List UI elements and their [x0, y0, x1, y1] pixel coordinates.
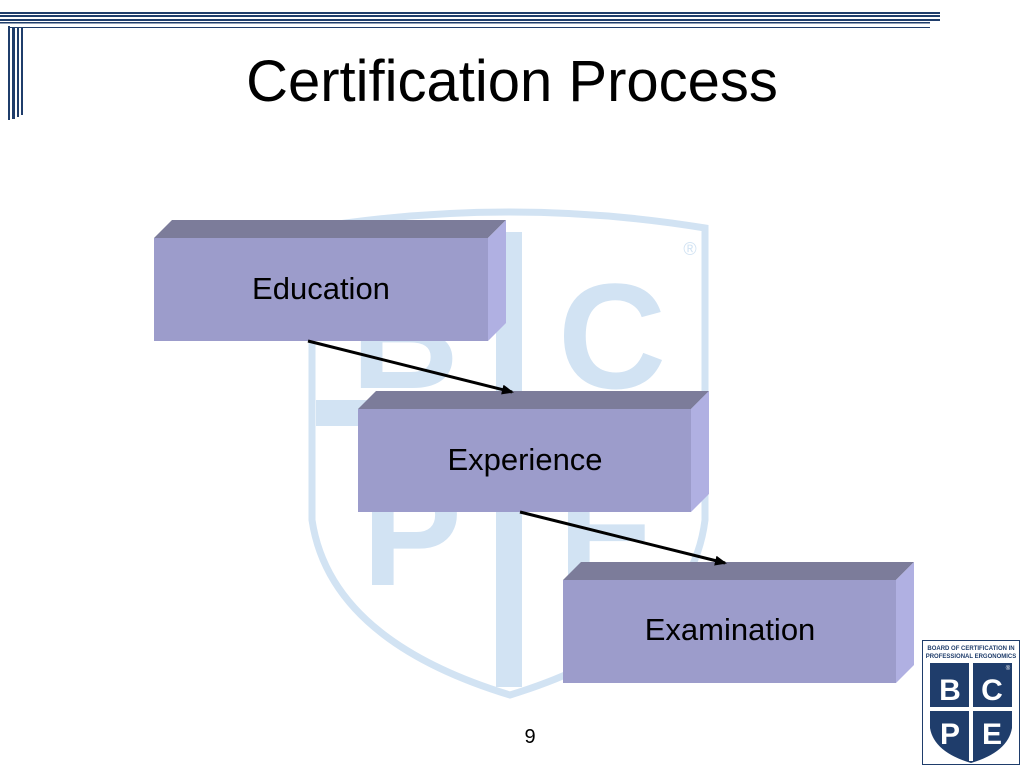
arrow-education-to-experience: [307, 339, 514, 395]
step-experience-label: Experience: [447, 442, 602, 477]
step-examination: Examination: [563, 562, 914, 683]
step-education-front: [154, 238, 488, 341]
bcpe-logo: BOARD OF CERTIFICATION IN PROFESSIONAL E…: [922, 640, 1020, 765]
step-experience-front: [358, 409, 691, 512]
step-experience: Experience: [358, 391, 709, 512]
watermark-registered-mark: ®: [683, 239, 696, 259]
logo-letter-b: B: [939, 674, 961, 707]
logo-letter-e: E: [982, 718, 1002, 751]
step-examination-side: [896, 562, 914, 683]
step-education: Education: [154, 220, 506, 341]
logo-text-line1: BOARD OF CERTIFICATION IN: [927, 646, 1014, 652]
step-experience-top: [358, 391, 709, 409]
logo-letter-p: P: [940, 718, 960, 751]
logo-letter-c: C: [981, 674, 1003, 707]
logo-registered-mark: ®: [1006, 665, 1011, 672]
page-number: 9: [524, 726, 536, 748]
step-education-side: [488, 220, 506, 341]
header-decoration: [0, 12, 940, 120]
arrow-experience-to-examination: [519, 510, 727, 566]
step-education-label: Education: [252, 271, 390, 306]
step-education-top: [154, 220, 506, 238]
step-examination-top: [563, 562, 914, 580]
step-examination-label: Examination: [645, 612, 816, 647]
step-examination-front: [563, 580, 896, 683]
slide-title: Certification Process: [246, 49, 778, 114]
step-experience-side: [691, 391, 709, 512]
logo-text-line2: PROFESSIONAL ERGONOMICS: [926, 654, 1017, 660]
